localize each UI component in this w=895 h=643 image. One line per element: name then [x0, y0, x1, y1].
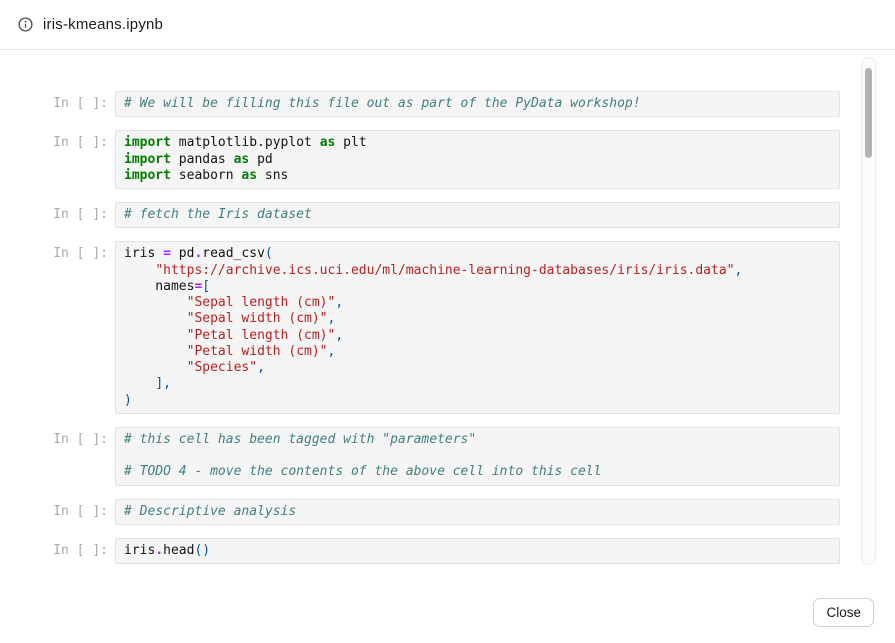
- code-line: ],: [155, 376, 171, 392]
- code-line: # this cell has been tagged with "parame…: [124, 431, 477, 447]
- code-line: # fetch the Iris dataset: [124, 207, 312, 222]
- code-line: iris.head(): [124, 542, 211, 558]
- code-line: "Petal length (cm)",: [186, 327, 344, 343]
- code-line: import pandas as pd: [124, 151, 273, 167]
- code-line: "Sepal length (cm)",: [186, 295, 344, 310]
- code-line: iris = pd.read_csv(: [124, 246, 273, 262]
- cell-prompt: In [ ]:: [53, 503, 108, 519]
- cell-prompt: In [ ]:: [53, 135, 108, 151]
- code-line: "https://archive.ics.uci.edu/ml/machine-…: [155, 262, 743, 278]
- notebook-preview: In [ ]: # We will be filling this file ou…: [0, 51, 895, 565]
- notebook-cell: In [ ]: # fetch the Iris dataset: [48, 202, 840, 229]
- cell-prompt: In [ ]:: [53, 431, 108, 447]
- cell-prompt: In [ ]:: [53, 96, 108, 111]
- code-line: import matplotlib.pyplot as plt: [124, 135, 367, 151]
- cell-code: # Descriptive analysis: [115, 498, 840, 525]
- cell-code: # this cell has been tagged with "parame…: [115, 426, 840, 486]
- code-line: names=[: [124, 278, 211, 294]
- info-icon: [18, 17, 33, 32]
- code-line: ): [124, 392, 132, 408]
- code-line: "Petal width (cm)",: [186, 343, 336, 359]
- cell-prompt: In [ ]:: [53, 207, 108, 222]
- dialog-header: iris-kmeans.ipynb: [0, 0, 895, 50]
- code-line: "Sepal width (cm)",: [186, 311, 336, 327]
- code-line: # TODO 4 - move the contents of the abov…: [124, 464, 602, 480]
- code-line: import seaborn as sns: [124, 167, 289, 183]
- notebook-cell: In [ ]: # Descriptive analysis: [48, 498, 840, 525]
- close-button[interactable]: Close: [813, 598, 874, 627]
- code-line: # Descriptive analysis: [124, 503, 297, 519]
- cell-prompt: In [ ]:: [53, 246, 108, 262]
- notebook-cell: In [ ]: iris.head(): [48, 537, 840, 564]
- code-line: "Species",: [186, 360, 265, 375]
- cell-code: # fetch the Iris dataset: [115, 202, 840, 229]
- cell-code: iris.head(): [115, 537, 840, 564]
- scrollbar-thumb[interactable]: [865, 68, 872, 158]
- notebook-cell: In [ ]: iris = pd.read_csv( "https://arch…: [48, 241, 840, 414]
- code-line: # We will be filling this file out as pa…: [124, 96, 641, 111]
- cell-code: # We will be filling this file out as pa…: [115, 91, 840, 118]
- scrollbar-track[interactable]: [861, 57, 876, 565]
- notebook-cells: In [ ]: # We will be filling this file ou…: [0, 51, 895, 564]
- notebook-cell: In [ ]: # this cell has been tagged with …: [48, 426, 840, 486]
- code-line: [124, 448, 831, 464]
- cell-prompt: In [ ]:: [53, 542, 108, 558]
- notebook-cell: In [ ]: # We will be filling this file ou…: [48, 91, 840, 118]
- cell-code: iris = pd.read_csv( "https://archive.ics…: [115, 241, 840, 414]
- page-title: iris-kmeans.ipynb: [43, 16, 164, 33]
